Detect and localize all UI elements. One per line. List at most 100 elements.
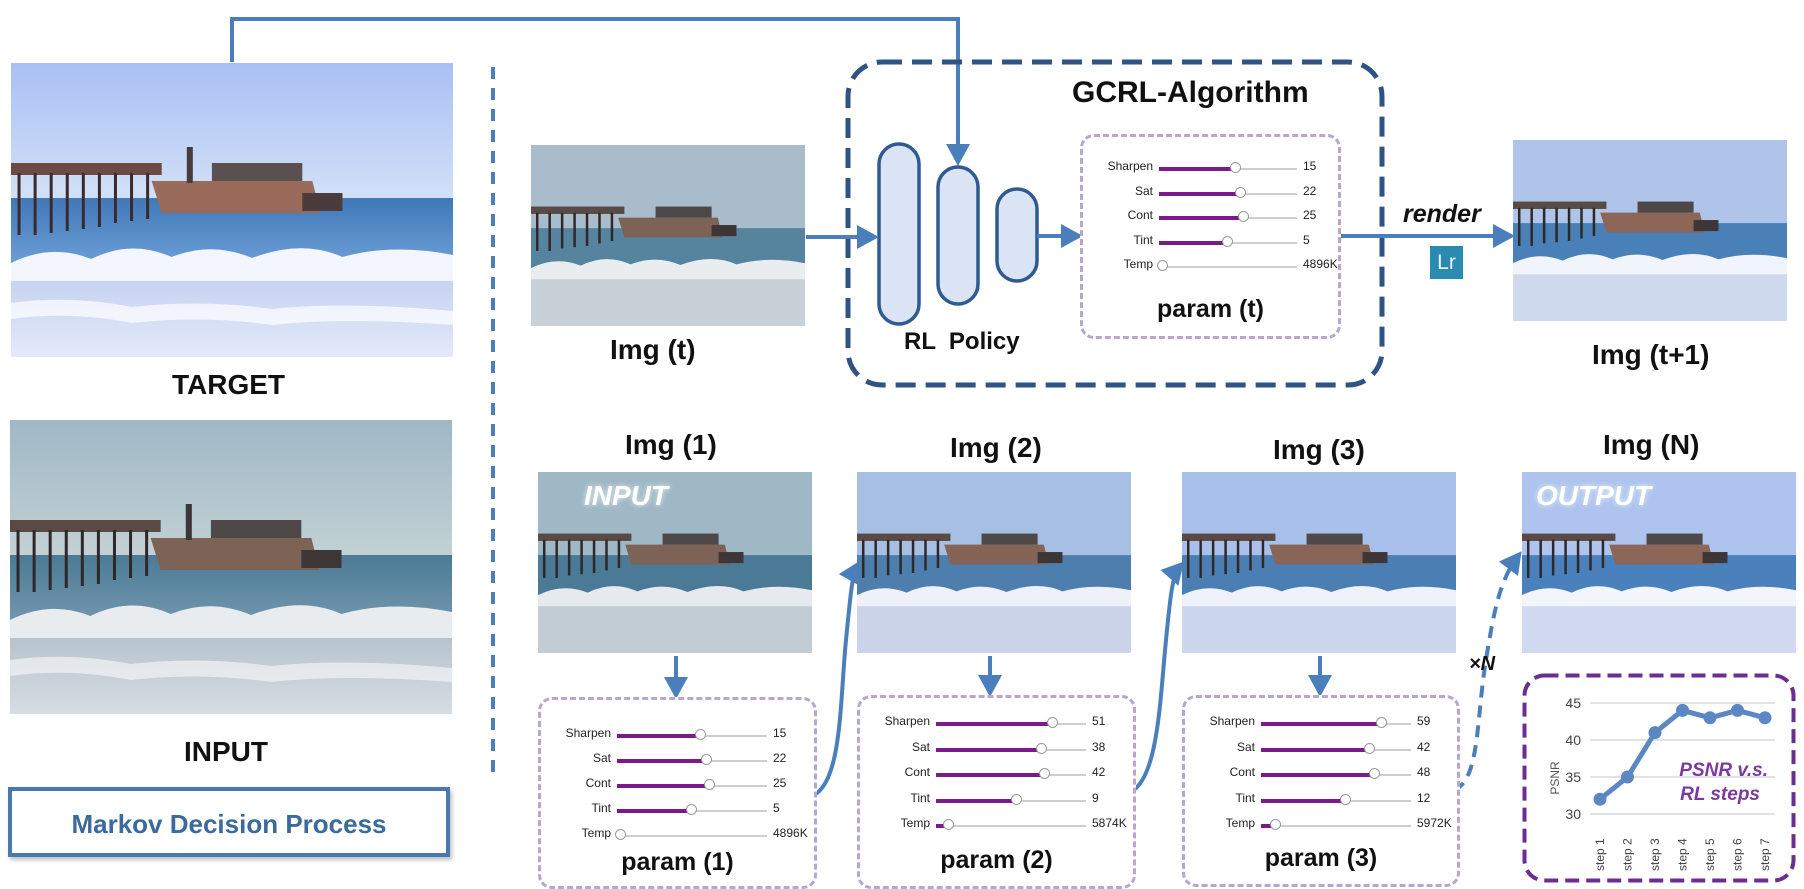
gcrl-title: GCRL-Algorithm	[1072, 76, 1309, 109]
param-value: 38	[1092, 739, 1106, 754]
param-name: Tint	[910, 790, 930, 805]
chart-annotation-line-1: PSNR v.s.	[1679, 760, 1768, 781]
data-point	[1593, 792, 1607, 806]
param-name: Sharpen	[565, 726, 611, 740]
param-name: Temp	[1123, 257, 1153, 271]
param-value: 5	[1303, 232, 1310, 247]
param-name: Sat	[1236, 739, 1255, 754]
slider-knob	[703, 779, 715, 790]
x-tick-label: step 3	[1648, 838, 1662, 871]
img-n-image: OUTPUT	[1522, 472, 1796, 653]
slider-fill	[617, 809, 691, 813]
img-1-label: Img (1)	[625, 429, 717, 460]
param-name: Cont	[1127, 208, 1153, 222]
param-name: Cont	[585, 776, 611, 790]
slider-track	[936, 825, 1086, 827]
param-value: 22	[1303, 183, 1317, 198]
img-t1-image	[1513, 140, 1787, 321]
slider-track	[617, 835, 767, 837]
slider-knob	[1156, 260, 1168, 271]
slider-fill	[936, 722, 1052, 726]
param-value: 22	[773, 751, 787, 765]
img-n-label: Img (N)	[1603, 429, 1700, 460]
slider-knob	[1039, 768, 1050, 779]
slider-fill	[936, 824, 948, 828]
data-point	[1731, 703, 1744, 717]
data-point	[1703, 711, 1717, 725]
param-value: 15	[1303, 159, 1317, 173]
param-value: 25	[773, 776, 787, 790]
param-name: Sharpen	[1209, 714, 1255, 728]
param-name: Temp	[581, 826, 611, 840]
param-t-title: param (t)	[1157, 295, 1264, 323]
param-name: Sat	[911, 739, 930, 754]
chart-annotation-line-2: RL steps	[1680, 784, 1760, 805]
input-image	[10, 420, 452, 714]
param-3-title: param (3)	[1264, 844, 1378, 872]
y-axis-title: PSNR	[1548, 761, 1562, 795]
chart-frame	[1522, 673, 1796, 883]
data-point	[1621, 770, 1634, 784]
slider-fill	[1159, 167, 1235, 171]
img-2-image	[857, 472, 1131, 653]
param-name: Sat	[1134, 183, 1153, 198]
param-value: 48	[1417, 765, 1431, 779]
data-point	[1648, 726, 1662, 740]
param-value: 59	[1417, 714, 1431, 728]
slider-knob	[1368, 768, 1380, 779]
param-value: 9	[1092, 790, 1099, 805]
output-overlay-text: OUTPUT	[1536, 480, 1652, 511]
param-row-tint: Tint 5	[1083, 231, 1338, 253]
param-value: 4896K	[773, 826, 808, 840]
param-value: 15	[773, 726, 787, 740]
x-tick-label: step 4	[1676, 838, 1690, 871]
param-value: 5972K	[1417, 816, 1452, 830]
slider-fill	[1261, 773, 1374, 777]
slider-knob	[1229, 162, 1241, 173]
input-label: INPUT	[184, 736, 268, 767]
param-name: Tint	[1133, 232, 1153, 247]
slider-fill	[1159, 216, 1244, 220]
x-tick-label: step 1	[1593, 838, 1607, 871]
param-name: Cont	[904, 765, 930, 779]
param-name: Cont	[1229, 765, 1255, 779]
slider-fill	[936, 798, 1016, 803]
param-row-sat: Sat 42	[1185, 738, 1457, 760]
mdp-label: Markov Decision Process	[71, 809, 387, 839]
lightroom-icon: Lr	[1430, 246, 1463, 279]
slider-knob	[700, 754, 712, 765]
x-tick-label: step 2	[1621, 838, 1635, 871]
slider-fill	[1159, 240, 1227, 245]
slider-track	[1159, 266, 1297, 268]
param-row-cont: Cont 48	[1185, 763, 1457, 785]
x-tick-label: step 5	[1703, 838, 1717, 871]
slider-fill	[1159, 191, 1241, 196]
param-value: 42	[1417, 739, 1431, 754]
slider-fill	[1261, 798, 1345, 803]
param-name: Sharpen	[1107, 159, 1153, 173]
slider-knob	[1364, 742, 1375, 754]
data-point	[1676, 703, 1689, 717]
param-row-cont: Cont 25	[541, 774, 814, 796]
slider-knob	[943, 819, 954, 830]
param-row-sat: Sat 22	[1083, 182, 1338, 204]
slider-fill	[617, 759, 706, 763]
param-name: Temp	[900, 816, 930, 830]
rl-policy-label: RL Policy	[904, 328, 1020, 355]
param-row-sat: Sat 38	[860, 738, 1133, 760]
param-row-sharpen: Sharpen 15	[541, 724, 814, 746]
param-row-sharpen: Sharpen 59	[1185, 712, 1457, 734]
param-1-title: param (1)	[621, 848, 734, 876]
slider-fill	[936, 747, 1041, 752]
x-tick-label: step 7	[1758, 838, 1772, 871]
slider-knob	[615, 829, 626, 840]
img-t1-label: Img (t+1)	[1592, 339, 1710, 370]
slider-fill	[936, 773, 1044, 777]
